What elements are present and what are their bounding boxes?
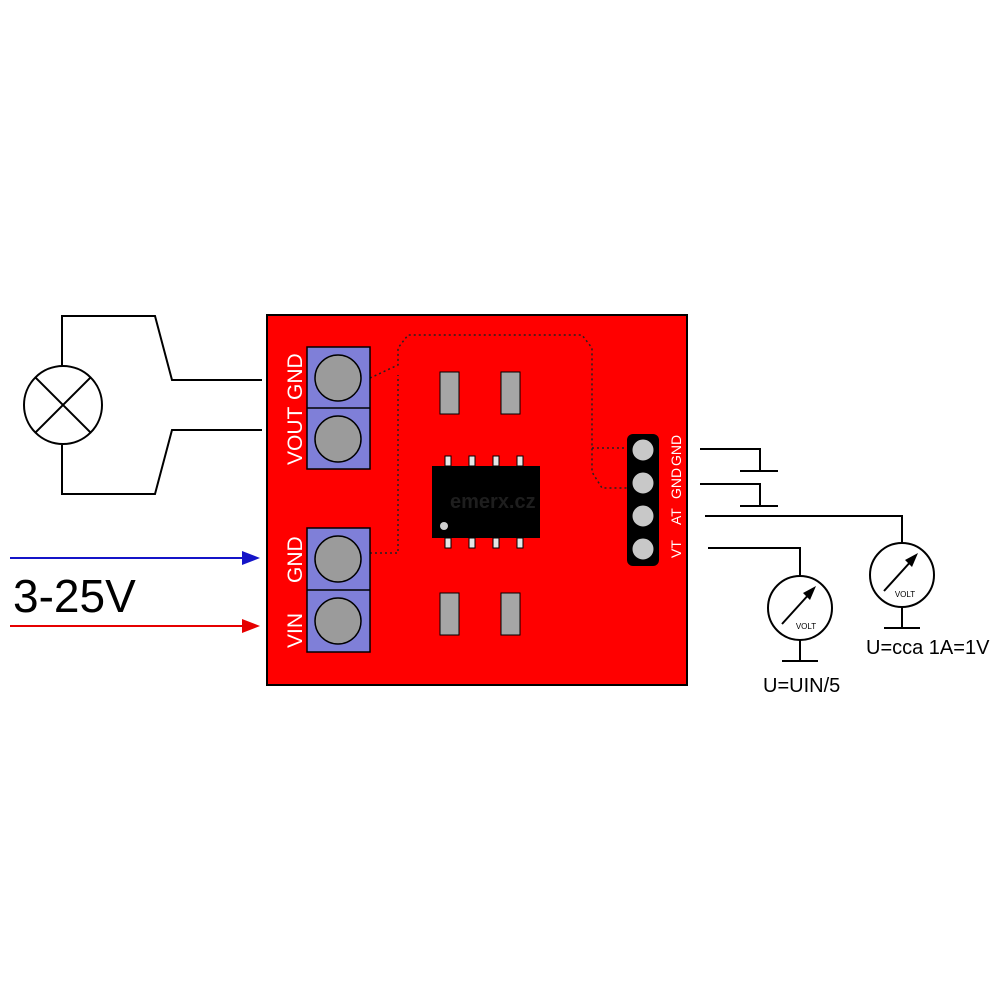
label-gnd-top: GND: [284, 353, 307, 400]
terminal-screw-vout[interactable]: [314, 415, 362, 463]
dotted-traces: [369, 334, 628, 554]
header-pin-vt[interactable]: [631, 537, 655, 561]
lamp-load: [23, 315, 262, 495]
lamp-wire-bottom: [61, 429, 262, 495]
label-gnd-bottom: GND: [284, 536, 307, 583]
current-meter-face: VOLT: [895, 590, 915, 599]
label-header-at: AT: [668, 508, 684, 525]
smd-pad: [500, 592, 521, 636]
lamp-wire-top: [61, 315, 262, 381]
ic-pin1-dot: [440, 522, 448, 530]
smd-pad: [439, 592, 460, 636]
label-header-gnd-2: GND: [668, 468, 684, 499]
voltage-meter-caption: U=UIN/5: [763, 675, 840, 697]
input-wires: [10, 551, 260, 633]
terminal-screw-vin[interactable]: [314, 597, 362, 645]
ground-wire-1: [700, 448, 761, 471]
current-meter: [705, 515, 935, 629]
smd-pad: [439, 371, 460, 415]
terminal-screw-gnd-out[interactable]: [314, 354, 362, 402]
smd-pad: [500, 371, 521, 415]
header-pin-gnd-2[interactable]: [631, 471, 655, 495]
vin-input-arrow: [242, 619, 260, 633]
terminal-block-input: [306, 527, 371, 653]
ic-chip-body: [432, 466, 540, 538]
ground-symbols: [700, 448, 778, 507]
label-header-vt: VT: [668, 540, 684, 558]
label-vout: VOUT: [284, 406, 307, 465]
ground-wire-2: [700, 483, 761, 506]
gnd-input-arrow: [242, 551, 260, 565]
smd-pads: [439, 371, 521, 636]
header-pin-gnd-1[interactable]: [631, 438, 655, 462]
label-header-gnd-1: GND: [668, 435, 684, 466]
pin-header: [627, 434, 659, 566]
label-vin: VIN: [284, 613, 307, 648]
chip-watermark: emerx.cz: [450, 491, 536, 513]
ic-chip: emerx.cz: [432, 455, 540, 549]
lamp-icon: [23, 365, 103, 445]
header-pin-at[interactable]: [631, 504, 655, 528]
input-voltage-label: 3-25V: [13, 570, 136, 622]
voltage-meter-face: VOLT: [796, 622, 816, 631]
terminal-block-output: [306, 346, 371, 470]
voltage-meter: [708, 547, 833, 662]
current-meter-caption: U=cca 1A=1V: [866, 637, 990, 659]
terminal-screw-gnd-in[interactable]: [314, 535, 362, 583]
